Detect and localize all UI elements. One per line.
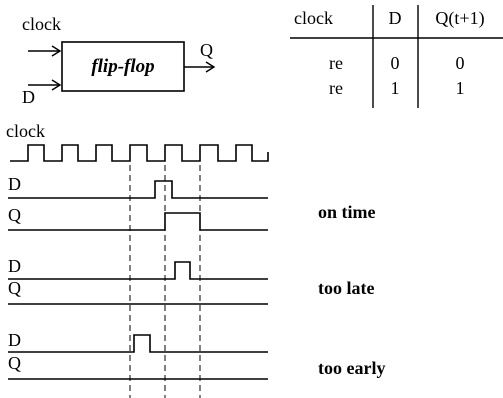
case2-q-label: Q <box>8 278 21 298</box>
case1-caption: on time <box>318 202 376 222</box>
truth-table-cell: re <box>329 78 343 98</box>
truth-table-cell: re <box>329 53 343 73</box>
truth-table-cell: 0 <box>456 53 465 73</box>
case2-caption: too late <box>318 278 374 298</box>
clock-input-arrowhead <box>51 45 62 57</box>
q-output-arrowhead <box>205 61 216 73</box>
case1-d-label: D <box>8 174 21 194</box>
truth-table-cell: 1 <box>456 78 465 98</box>
ff-d-label: D <box>22 87 35 107</box>
truth-table-cell: 1 <box>391 78 400 98</box>
case1-d-waveform <box>8 180 268 199</box>
case1-q-label: Q <box>8 205 21 225</box>
case3-q-label: Q <box>8 353 21 373</box>
timing-clock-label: clock <box>6 121 45 141</box>
clock-waveform <box>10 144 269 162</box>
flipflop-block: clock flip-flop D Q <box>22 14 216 107</box>
truth-table-header-d: D <box>389 8 402 28</box>
timing-waveforms: clock D Q on time D Q too late D Q too e… <box>6 121 385 398</box>
truth-table-header-clock: clock <box>294 8 333 28</box>
case3-caption: too early <box>318 358 385 378</box>
case2-d-label: D <box>8 256 21 276</box>
case3-d-waveform <box>8 334 268 353</box>
flipflop-name: flip-flop <box>91 56 154 77</box>
ff-clock-label: clock <box>22 14 61 34</box>
truth-table-header-q: Q(t+1) <box>435 8 484 29</box>
ff-q-label: Q <box>200 40 213 60</box>
truth-table: clock D Q(t+1) re 0 0 re 1 1 <box>290 5 503 108</box>
truth-table-cell: 0 <box>391 53 400 73</box>
case3-d-label: D <box>8 330 21 350</box>
d-input-arrowhead <box>51 79 62 91</box>
case1-q-waveform <box>8 212 268 231</box>
case2-d-waveform <box>8 261 268 280</box>
